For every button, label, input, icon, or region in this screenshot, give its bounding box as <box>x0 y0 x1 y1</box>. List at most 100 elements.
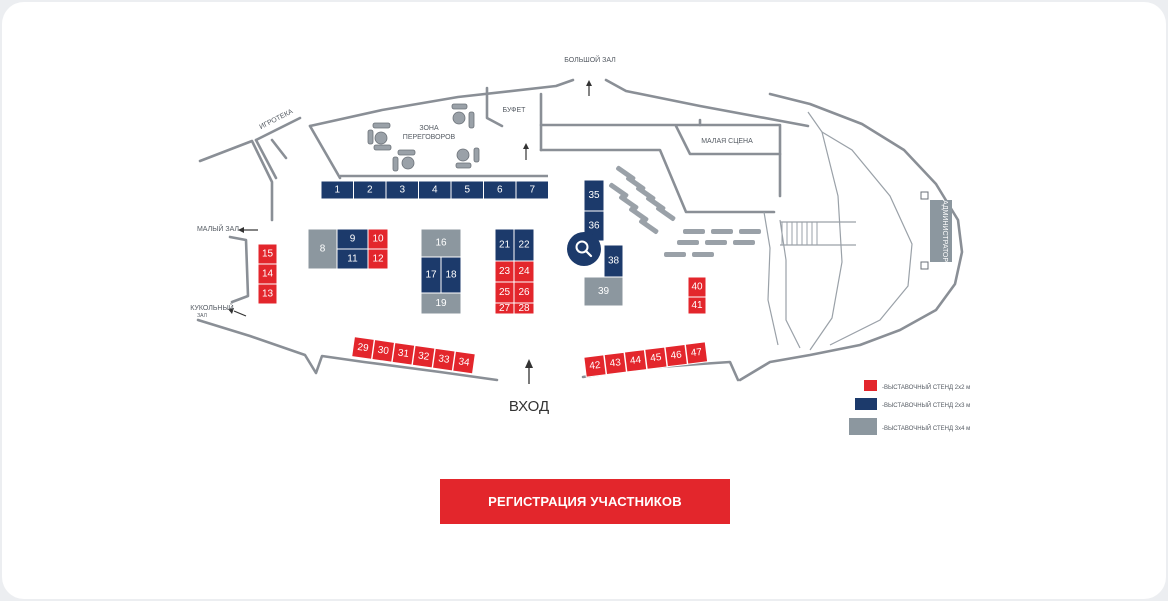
stand-label: 30 <box>377 345 390 358</box>
stand-33[interactable]: 33 <box>431 347 456 372</box>
svg-text:-ВЫСТАВОЧНЫЙ СТЕНД 2х3 м: -ВЫСТАВОЧНЫЙ СТЕНД 2х3 м <box>882 401 970 409</box>
stairs <box>781 222 818 245</box>
stand-label: 40 <box>691 282 703 293</box>
stand-label: 9 <box>350 234 356 245</box>
stand-24[interactable]: 24 <box>513 260 535 283</box>
stand-46[interactable]: 46 <box>664 343 688 368</box>
stand-21[interactable]: 21 <box>494 228 515 262</box>
stand-27[interactable]: 27 <box>494 302 515 315</box>
stand-9[interactable]: 9 <box>336 228 369 250</box>
stand-28[interactable]: 28 <box>513 302 535 315</box>
stand-35[interactable]: 35 <box>583 179 605 212</box>
stand-label: 33 <box>438 353 451 366</box>
register-participants-button[interactable]: РЕГИСТРАЦИЯ УЧАСТНИКОВ <box>440 479 730 524</box>
stand-label: 18 <box>445 270 457 281</box>
negotiation-zone-label-1: ЗОНА <box>419 125 439 132</box>
puppet-hall-label-1: КУКОЛЬНЫЙ <box>190 303 233 312</box>
legend-item-gray: -ВЫСТАВОЧНЫЙ СТЕНД 3х4 м <box>849 418 970 435</box>
legend-item-red: -ВЫСТАВОЧНЫЙ СТЕНД 2х2 м <box>864 380 970 391</box>
stand-43[interactable]: 43 <box>603 351 628 376</box>
stand-10[interactable]: 10 <box>367 228 389 250</box>
stand-22[interactable]: 22 <box>513 228 535 262</box>
stand-label: 5 <box>464 185 470 196</box>
stand-39[interactable]: 39 <box>583 276 624 307</box>
stand-16[interactable]: 16 <box>420 228 462 258</box>
stand-label: 22 <box>518 240 530 251</box>
stand-14[interactable]: 14 <box>257 263 278 285</box>
stand-32[interactable]: 32 <box>411 344 436 369</box>
stand-label: 24 <box>518 266 530 277</box>
stand-label: 44 <box>629 355 642 367</box>
stand-label: 38 <box>608 256 620 267</box>
administrator-desk: АДМИНИСТРАТОР <box>920 191 952 270</box>
stand-label: 26 <box>518 287 530 298</box>
stand-41[interactable]: 41 <box>687 296 707 315</box>
stand-label: 31 <box>397 348 410 361</box>
stand-label: 32 <box>417 350 430 363</box>
stand-47[interactable]: 47 <box>684 341 709 365</box>
administrator-label: АДМИНИСТРАТОР <box>941 200 948 262</box>
stand-18[interactable]: 18 <box>440 256 462 294</box>
stand-label: 14 <box>262 269 274 280</box>
arrow-small-hall-icon <box>238 227 244 233</box>
stand-11[interactable]: 11 <box>336 248 369 270</box>
building-walls <box>196 78 964 382</box>
direction-arrows <box>228 80 592 384</box>
svg-text:-ВЫСТАВОЧНЫЙ СТЕНД 2х2 м: -ВЫСТАВОЧНЫЙ СТЕНД 2х2 м <box>882 383 970 391</box>
stand-31[interactable]: 31 <box>391 341 416 366</box>
stand-38[interactable]: 38 <box>603 244 624 278</box>
stand-23[interactable]: 23 <box>494 260 515 283</box>
stand-45[interactable]: 45 <box>644 346 668 370</box>
stand-label: 43 <box>609 357 622 369</box>
stand-3[interactable]: 3 <box>385 180 419 200</box>
stand-label: 10 <box>372 234 384 245</box>
stand-19[interactable]: 19 <box>420 292 462 315</box>
stand-40[interactable]: 40 <box>687 276 707 298</box>
stand-label: 28 <box>518 303 530 314</box>
stage-arcs <box>763 111 913 351</box>
small-stage-label: МАЛАЯ СЦЕНА <box>701 138 753 145</box>
small-hall-label: МАЛЫЙ ЗАЛ <box>197 224 239 233</box>
legend-item-navy: -ВЫСТАВОЧНЫЙ СТЕНД 2х3 м <box>855 398 970 410</box>
stand-1[interactable]: 1 <box>320 180 354 200</box>
stand-label: 36 <box>588 221 600 232</box>
stand-label: 23 <box>499 266 511 277</box>
stand-13[interactable]: 13 <box>257 283 278 305</box>
stand-12[interactable]: 12 <box>367 248 389 270</box>
legend: -ВЫСТАВОЧНЫЙ СТЕНД 2х2 м -ВЫСТАВОЧНЫЙ СТ… <box>849 380 970 435</box>
stand-label: 27 <box>499 303 511 314</box>
stand-label: 46 <box>670 349 683 361</box>
stand-2[interactable]: 2 <box>353 180 387 200</box>
stand-34[interactable]: 34 <box>452 350 476 375</box>
stand-label: 25 <box>499 287 511 298</box>
zoom-icon[interactable] <box>567 232 601 266</box>
stand-label: 15 <box>262 249 274 260</box>
stand-label: 12 <box>372 254 384 265</box>
stand-17[interactable]: 17 <box>420 256 442 294</box>
stand-6[interactable]: 6 <box>483 180 517 200</box>
stand-label: 13 <box>262 289 274 300</box>
stand-label: 16 <box>435 238 447 249</box>
stand-8[interactable]: 8 <box>307 228 338 270</box>
stand-5[interactable]: 5 <box>450 180 484 200</box>
arrow-puppet-hall-icon <box>228 308 234 314</box>
stand-25[interactable]: 25 <box>494 281 515 304</box>
big-hall-label: БОЛЬШОЙ ЗАЛ <box>564 55 616 64</box>
stand-29[interactable]: 29 <box>351 336 375 360</box>
stand-4[interactable]: 4 <box>418 180 452 200</box>
stand-26[interactable]: 26 <box>513 281 535 304</box>
stand-42[interactable]: 42 <box>583 354 607 378</box>
arrow-entrance-icon <box>525 359 533 368</box>
stand-label: 35 <box>588 190 600 201</box>
stand-label: 41 <box>691 300 703 311</box>
negotiation-zone-label-2: ПЕРЕГОВОРОВ <box>403 134 456 141</box>
stand-label: 47 <box>690 347 703 359</box>
stand-15[interactable]: 15 <box>257 243 278 265</box>
entrance-label: ВХОД <box>509 398 549 415</box>
stand-label: 4 <box>432 185 438 196</box>
stand-44[interactable]: 44 <box>623 349 648 373</box>
stand-label: 8 <box>320 244 326 255</box>
stand-30[interactable]: 30 <box>371 339 396 363</box>
stand-7[interactable]: 7 <box>515 180 549 200</box>
